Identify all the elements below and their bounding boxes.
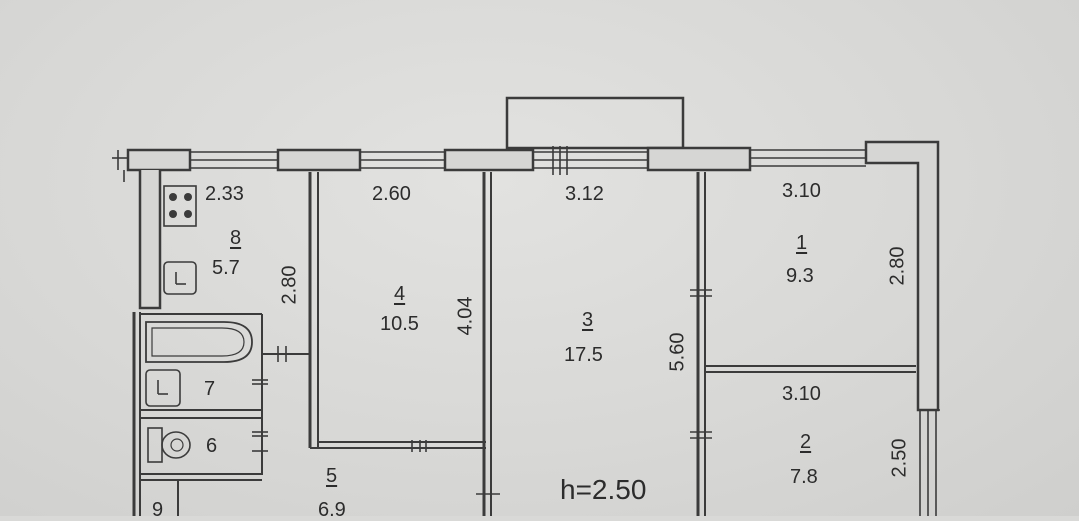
window [918,409,940,516]
window [190,151,278,169]
kitchen-wall [138,170,162,310]
dimension-label: 2.33 [205,183,244,205]
toilet-icon [147,427,191,463]
room-5-number: 5 [326,465,338,487]
room-1-number: 1 [796,232,808,254]
room-3-number: 3 [582,309,594,331]
room-4-area: 10.5 [380,313,419,335]
room-9-number: 9 [152,499,164,521]
wall-tick-marks [112,150,128,182]
room-4-number: 4 [394,283,406,305]
dimension-label: 3.10 [782,383,821,405]
dimension-label: 5.60 [666,332,689,372]
window [360,151,445,169]
dimension-label: 2.80 [886,246,909,286]
sink-icon [163,261,197,295]
window [750,149,866,167]
room-8-area: 5.7 [212,257,240,279]
room-6-number: 6 [206,435,218,457]
dimension-label: 2.50 [888,438,911,478]
room-7-number: 7 [204,378,216,400]
washbasin-icon [145,369,181,407]
balcony [505,96,685,150]
dimension-label: 2.80 [278,265,301,305]
stove-icon [163,185,197,227]
room-5-area: 6.9 [318,499,346,521]
room-1-area: 9.3 [786,265,814,287]
room-2-number: 2 [800,431,812,453]
room-8-number: 8 [230,227,242,249]
bathtub-icon [145,321,253,363]
room-3-area: 17.5 [564,344,603,366]
balcony-door [533,146,648,175]
bathroom-partitions [140,313,310,516]
dimension-label: 2.60 [372,183,411,205]
ceiling-height-label: h=2.50 [560,474,647,505]
dimension-label: 4.04 [454,296,477,336]
dimension-label: 3.10 [782,180,821,202]
dimension-label: 3.12 [565,183,604,205]
room-2-area: 7.8 [790,466,818,488]
